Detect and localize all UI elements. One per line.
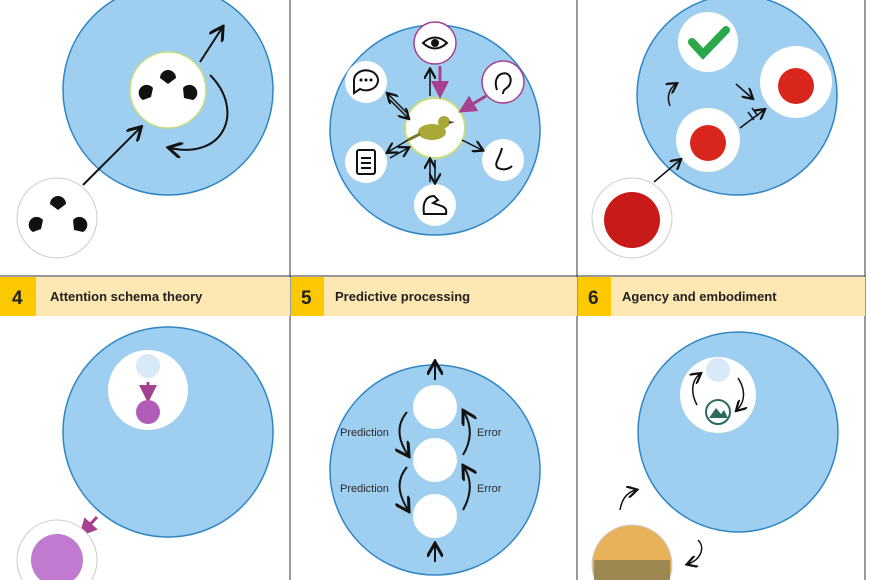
prediction-label: Prediction <box>340 483 389 495</box>
muscle-circle <box>414 184 456 226</box>
panel-header-4: 4 Attention schema theory <box>0 277 290 316</box>
eye-icon <box>421 36 449 50</box>
apple-icon <box>690 125 726 161</box>
panel-predictive-processing: Prediction Prediction Error Error <box>329 363 541 576</box>
attention-model-circle <box>136 354 160 378</box>
speech-bubble-icon <box>353 69 379 95</box>
level-circle <box>413 385 457 429</box>
output-arrow <box>199 28 222 63</box>
error-label: Error <box>477 427 502 439</box>
muscle-icon <box>422 194 448 215</box>
panel-title: Predictive processing <box>335 289 470 304</box>
inner-circle <box>129 51 207 129</box>
input-arrow <box>82 128 140 186</box>
panel-multisensory <box>329 21 541 236</box>
bird-icon <box>407 116 455 142</box>
level-circle <box>413 494 457 538</box>
relation-arrows <box>653 84 764 183</box>
sensory-input-arrow <box>458 94 487 113</box>
agent-circle <box>706 358 730 382</box>
panel-header-5: 5 Predictive processing <box>291 277 577 316</box>
panel-number: 5 <box>301 288 312 309</box>
bidirectional-arrows <box>388 70 482 182</box>
kanizsa-triangle-icon <box>138 70 198 100</box>
panel-title: Agency and embodiment <box>622 289 777 304</box>
mountain-icon <box>709 408 728 418</box>
ear-icon <box>494 72 512 95</box>
attention-arrow <box>78 515 99 537</box>
prediction-error-arrows <box>400 363 470 562</box>
nose-icon <box>495 147 513 171</box>
checkmark-icon <box>688 26 730 60</box>
ear-circle <box>481 60 525 104</box>
panel-title: Attention schema theory <box>50 289 203 304</box>
rose-icon <box>31 534 83 580</box>
panel-attention-schema <box>16 326 274 580</box>
check-circle <box>678 12 738 72</box>
kanizsa-triangle-icon <box>28 196 88 232</box>
stimulus-circle <box>16 177 98 259</box>
panel-header-6: 6 Agency and embodiment <box>578 277 865 316</box>
apple-icon <box>604 192 660 248</box>
prediction-label: Prediction <box>340 427 389 439</box>
level-circle <box>413 438 457 482</box>
rose-icon <box>136 400 160 424</box>
apple-icon <box>778 68 814 104</box>
panel-number: 6 <box>588 288 599 309</box>
panel-higher-order <box>591 0 838 259</box>
loop-arrow <box>170 74 229 150</box>
error-label: Error <box>477 483 502 495</box>
panel-number: 4 <box>12 288 23 309</box>
speech-circle <box>345 61 387 103</box>
nose-circle <box>482 139 524 181</box>
loop-arrows <box>619 374 744 564</box>
panel-agency-embodiment <box>591 331 839 580</box>
workspace-circle <box>637 331 839 533</box>
photo-ground <box>594 560 670 580</box>
panel-global-workspace <box>16 0 274 259</box>
clipboard-icon <box>356 149 376 175</box>
